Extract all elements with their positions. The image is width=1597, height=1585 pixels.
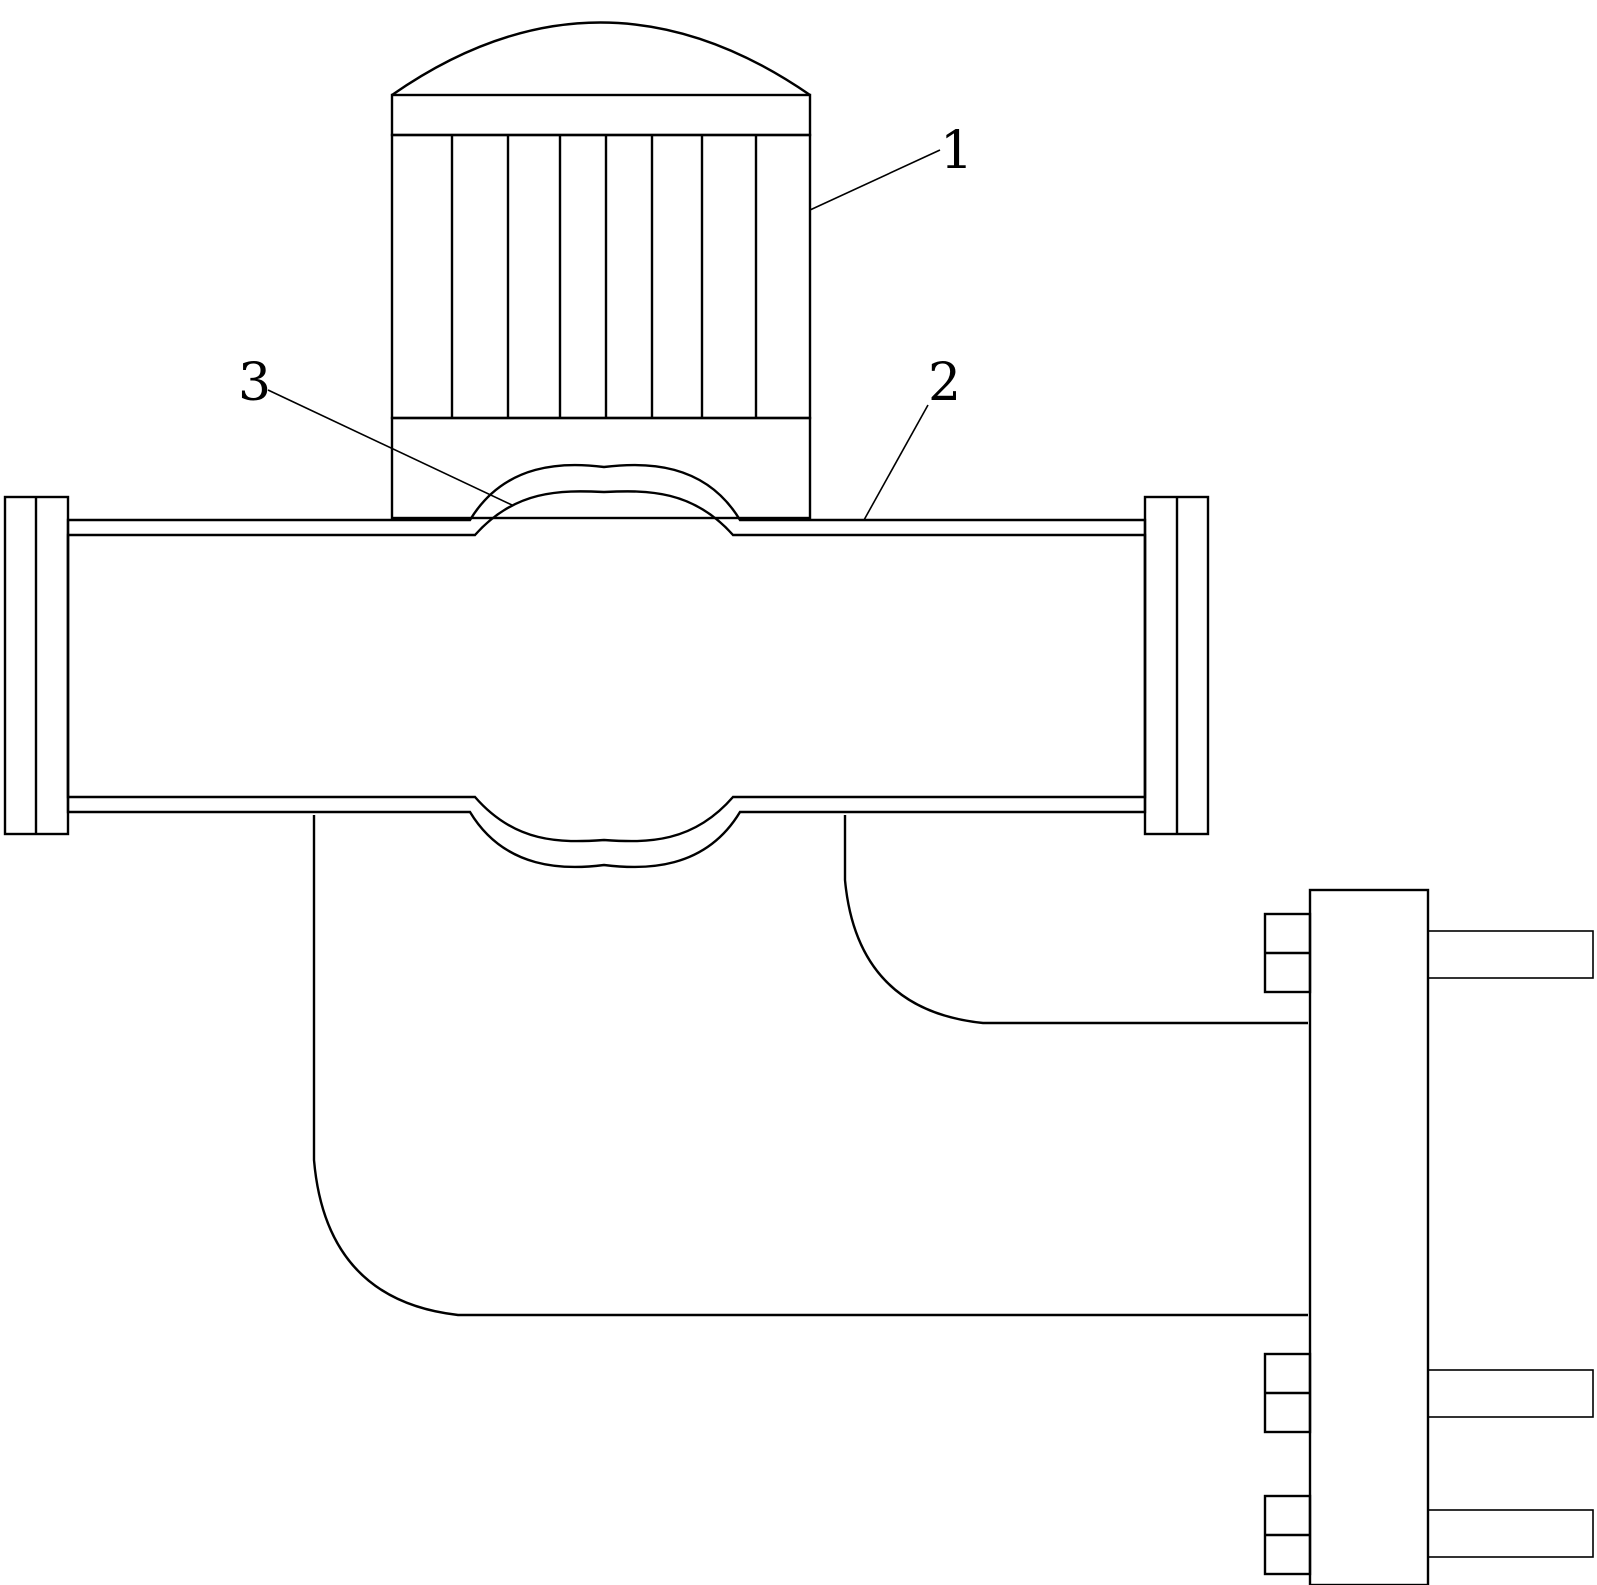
leader-line-1 xyxy=(809,149,941,211)
left-flange xyxy=(3,495,70,836)
bracket-arm-outer xyxy=(312,815,1308,1317)
leader-line-3 xyxy=(267,389,513,506)
motor-dome xyxy=(391,21,811,96)
bracket-arm-inner xyxy=(843,815,1308,1025)
motor-top-band xyxy=(390,93,812,137)
threaded-rod-3 xyxy=(1427,1509,1594,1558)
threaded-rod-2 xyxy=(1427,1369,1594,1418)
threaded-rod-1 xyxy=(1427,930,1594,979)
leader-line-2 xyxy=(863,404,929,521)
motor-body xyxy=(390,133,812,420)
mounting-plate xyxy=(1308,888,1430,1585)
bolt-head-3 xyxy=(1263,1494,1312,1576)
label-1: 1 xyxy=(940,121,973,181)
pipe-core xyxy=(66,490,1147,843)
motor-cooling-fins xyxy=(450,135,758,418)
right-flange xyxy=(1143,495,1210,836)
bracket xyxy=(312,815,1308,1317)
label-2: 2 xyxy=(928,353,961,413)
bolt-head-2 xyxy=(1263,1352,1312,1434)
motor xyxy=(390,21,812,520)
pipe-assembly xyxy=(3,463,1210,869)
pipe-lining xyxy=(66,463,1147,869)
label-3: 3 xyxy=(238,353,271,413)
motor-base xyxy=(390,416,812,520)
bolt-head-1 xyxy=(1263,912,1312,994)
annotations: 1 2 3 xyxy=(238,121,973,521)
mounting-plate-assembly xyxy=(1263,888,1594,1585)
